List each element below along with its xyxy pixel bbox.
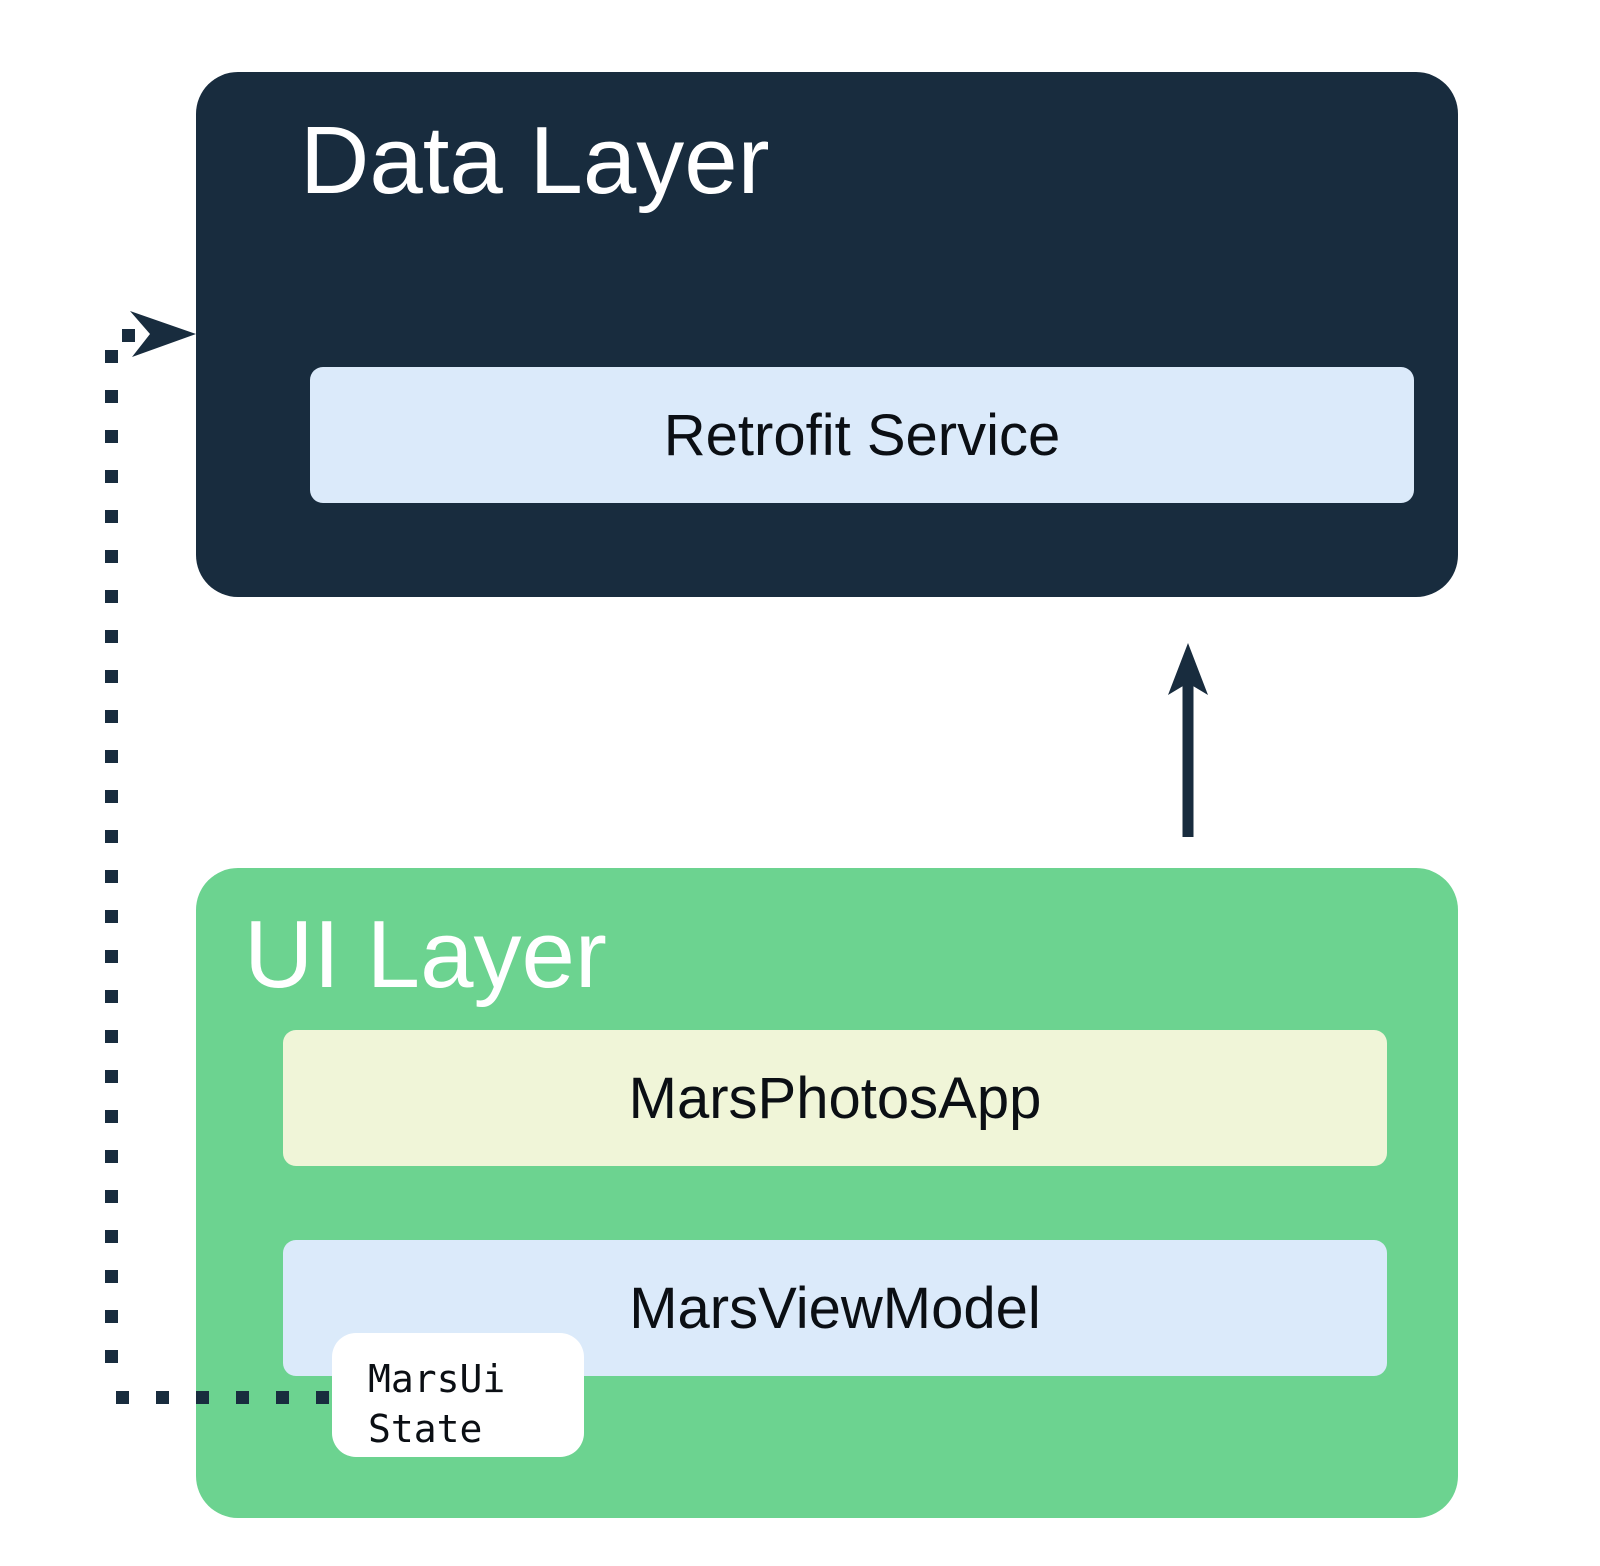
dotted-line-vertical — [105, 350, 118, 1380]
mars-ui-state-box: MarsUi State — [332, 1333, 584, 1457]
mars-photos-app-label: MarsPhotosApp — [628, 1065, 1042, 1131]
dotted-line-corner-dot — [122, 329, 135, 342]
data-layer-box: Data Layer Retrofit Service — [196, 72, 1458, 597]
ui-layer-title: UI Layer — [244, 901, 607, 1008]
mars-photos-app-box: MarsPhotosApp — [283, 1030, 1387, 1166]
up-arrow-icon — [1168, 643, 1208, 837]
data-layer-title: Data Layer — [300, 107, 770, 214]
retrofit-service-label: Retrofit Service — [663, 402, 1061, 468]
retrofit-service-box: Retrofit Service — [310, 367, 1414, 503]
mars-view-model-label: MarsViewModel — [629, 1275, 1041, 1341]
dotted-line-horizontal — [116, 1391, 332, 1404]
dotted-arrowhead-icon — [130, 311, 196, 357]
